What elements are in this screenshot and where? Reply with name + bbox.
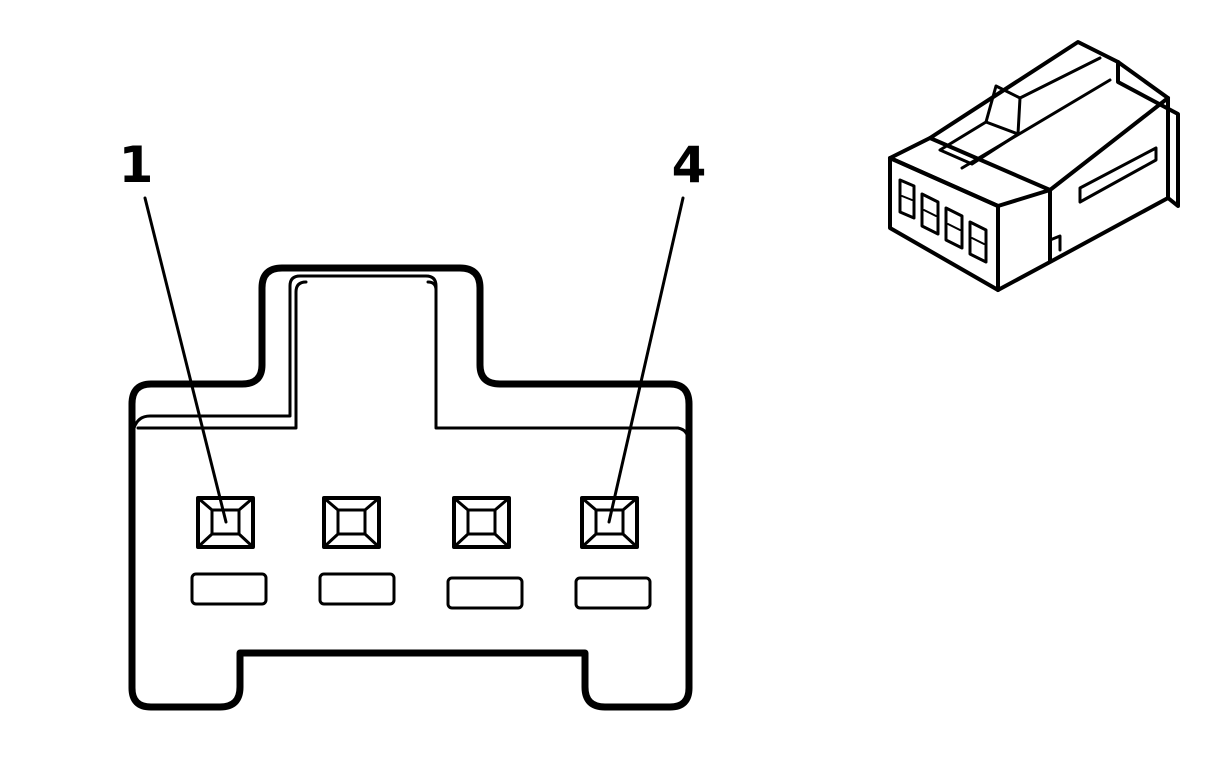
iso-cavity-4 bbox=[968, 220, 988, 264]
iso-front-face bbox=[888, 156, 1000, 292]
iso-side-slot bbox=[1078, 146, 1158, 204]
terminal-cavity-3 bbox=[452, 496, 511, 549]
iso-cavity-2 bbox=[920, 192, 940, 236]
iso-cavity-3 bbox=[944, 206, 964, 250]
housing-ledge-line bbox=[132, 274, 690, 442]
iso-body-side bbox=[996, 96, 1170, 292]
pin-label-1: 1 bbox=[119, 136, 154, 194]
latch-bevel-left bbox=[136, 280, 308, 430]
lock-slot-4 bbox=[574, 576, 652, 610]
terminal-cavity-4 bbox=[580, 496, 639, 549]
connector-face-view: 1 4 bbox=[119, 136, 707, 711]
iso-ridge-lines bbox=[960, 56, 1112, 252]
pin-1-leader-line bbox=[143, 196, 228, 524]
pin-4-leader-line bbox=[607, 196, 685, 524]
lock-slot-3 bbox=[446, 576, 524, 610]
terminal-cavity-1 bbox=[196, 496, 255, 549]
connector-housing-outline bbox=[128, 264, 693, 711]
lock-slot-1 bbox=[190, 572, 268, 606]
latch-bevel-right bbox=[426, 280, 438, 292]
iso-rear-flange bbox=[1116, 60, 1180, 208]
iso-cavity-1 bbox=[898, 178, 916, 220]
lock-slot-2 bbox=[318, 572, 396, 606]
pin-label-4: 4 bbox=[672, 136, 707, 194]
connector-isometric-view bbox=[888, 40, 1180, 292]
terminal-cavity-2 bbox=[322, 496, 381, 549]
